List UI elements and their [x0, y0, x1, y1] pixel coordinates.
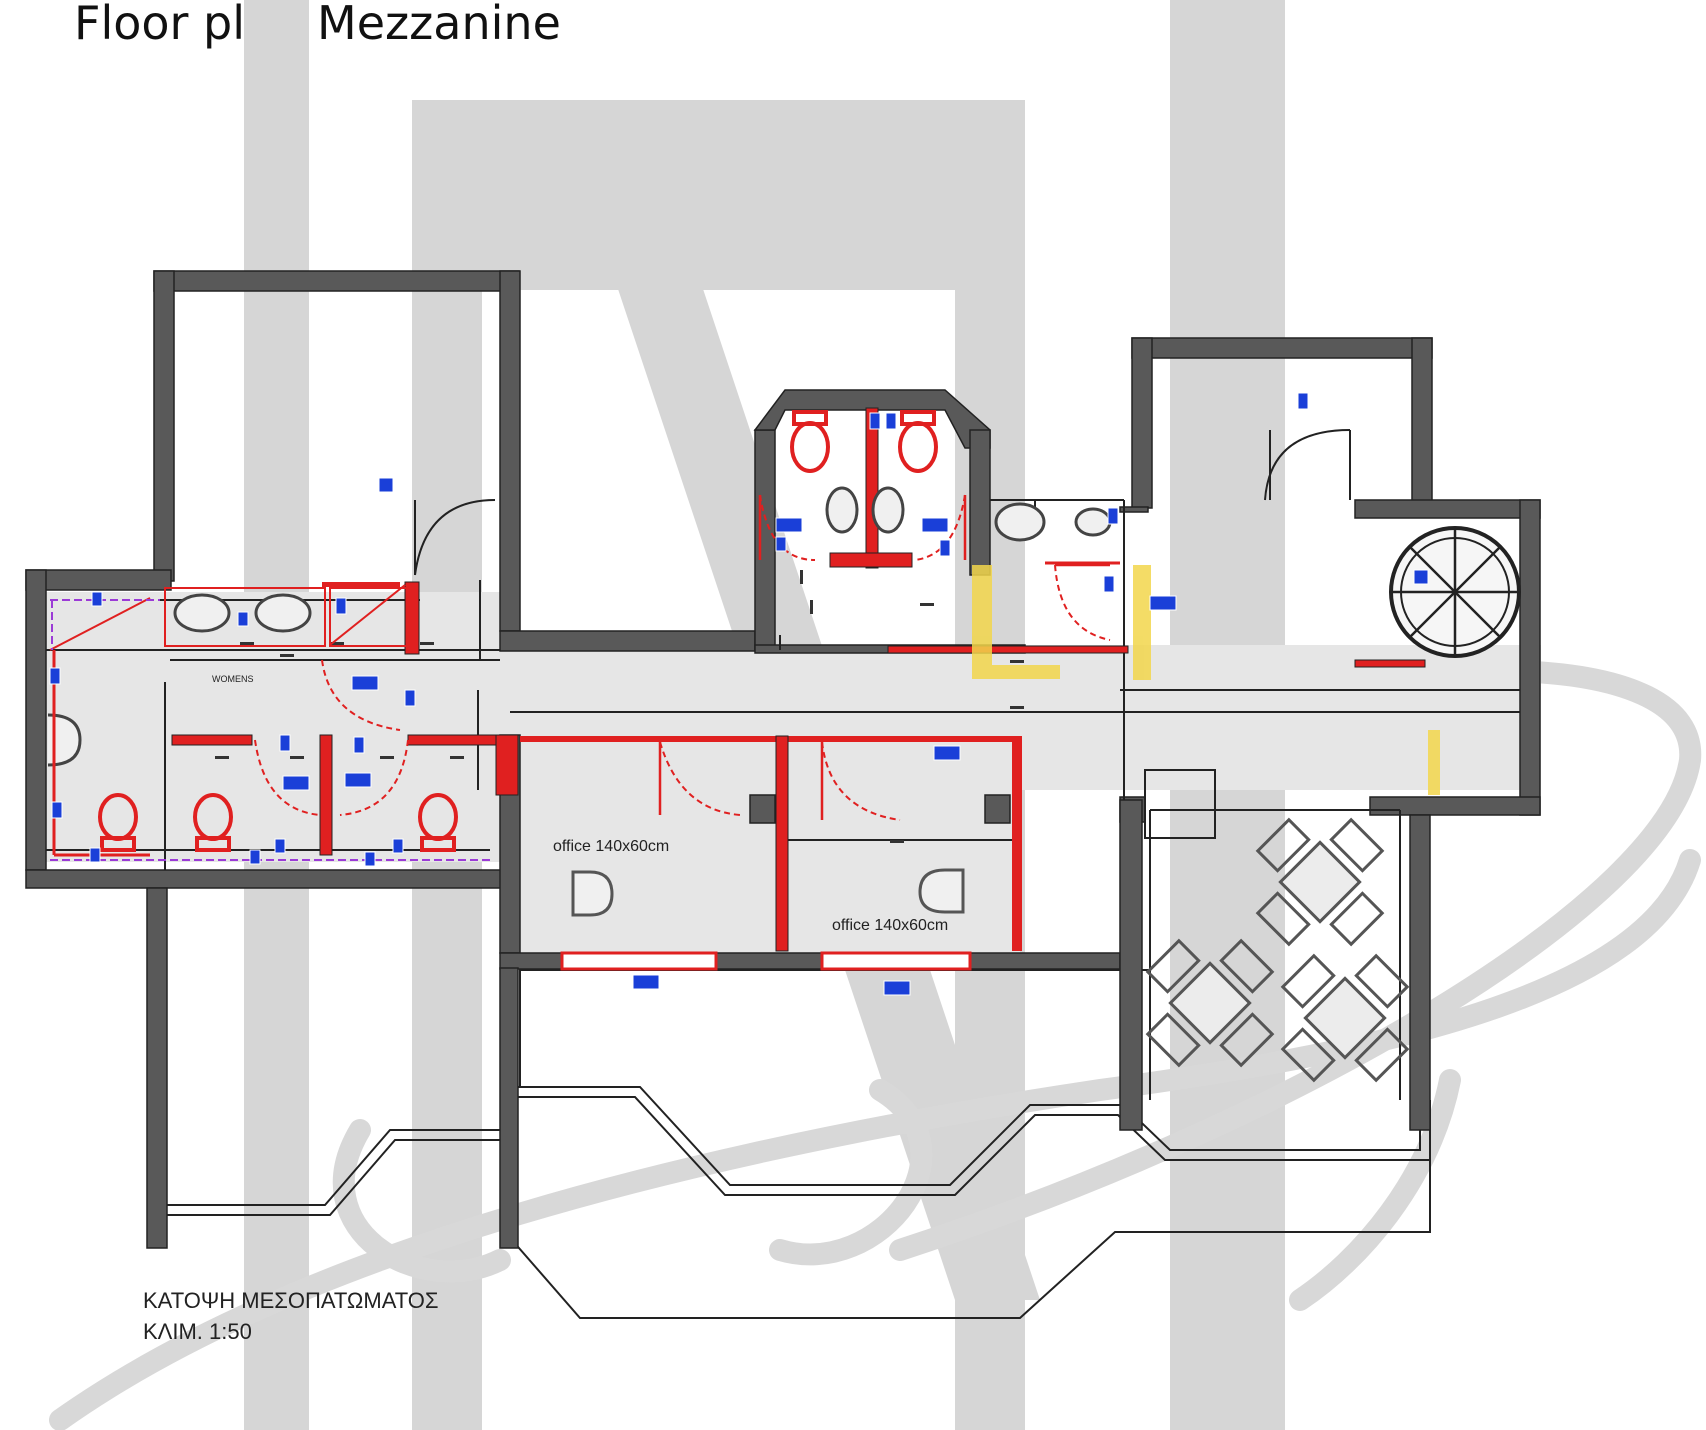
purple-lines — [50, 599, 490, 861]
wall — [715, 952, 823, 970]
toilet-partitions — [171, 407, 1426, 856]
window — [560, 951, 718, 971]
partition — [865, 407, 879, 569]
toilet — [193, 793, 233, 852]
toilet — [418, 793, 458, 852]
office-chairs — [571, 868, 965, 917]
wall — [153, 270, 175, 582]
wall — [749, 794, 776, 824]
partition — [1354, 659, 1426, 668]
wall — [1119, 506, 1149, 513]
partition — [319, 734, 333, 856]
plan-title: ΚΑΤΟΨΗ ΜΕΣΟΠΑΤΩΜΑΤΟΣ — [143, 1288, 439, 1313]
floor-fill — [46, 592, 1541, 955]
wall — [25, 569, 47, 871]
plan-caption: ΚΑΤΟΨΗ ΜΕΣΟΠΑΤΩΜΑΤΟΣ ΚΛΙΜ. 1:50 — [143, 1285, 439, 1347]
blue-markers — [49, 392, 1429, 996]
page-title: Floor plan Mezzanine — [74, 0, 561, 50]
wall — [1354, 499, 1541, 519]
washbasins — [47, 486, 1112, 767]
wall — [1409, 814, 1431, 1131]
partition — [887, 645, 1129, 654]
partition — [322, 582, 400, 587]
doors — [414, 429, 1351, 576]
wall — [499, 270, 521, 632]
toilet — [790, 410, 830, 473]
terrace-furniture — [1145, 817, 1410, 1083]
wall — [25, 869, 507, 889]
wall — [1519, 499, 1541, 816]
wall — [1131, 337, 1433, 359]
wall — [1131, 337, 1153, 509]
room-label-office-2: office 140x60cm — [832, 917, 948, 934]
table-set — [1280, 953, 1410, 1083]
partition — [495, 734, 519, 796]
wall — [153, 270, 520, 292]
watermark-top-block — [412, 100, 1025, 290]
partition — [407, 734, 499, 746]
wall — [969, 952, 1121, 970]
basin-counter — [49, 584, 411, 651]
table-set — [1255, 817, 1385, 947]
wall — [1411, 337, 1433, 504]
wall — [146, 887, 168, 1249]
office-chair — [571, 870, 614, 917]
wall — [25, 569, 172, 591]
table-set — [1145, 938, 1275, 1068]
partition — [829, 552, 913, 568]
toilets — [98, 410, 938, 852]
wall — [1119, 799, 1143, 1131]
wall — [1369, 796, 1541, 816]
partition — [171, 734, 253, 746]
dimension-marks — [215, 570, 1024, 843]
toilet — [898, 410, 938, 473]
plan-scale: ΚΛΙΜ. 1:50 — [143, 1319, 252, 1344]
wall — [754, 429, 776, 652]
yellow-highlights — [972, 565, 1440, 795]
wall — [969, 429, 991, 576]
room-labels: WOMENS office 140x60cm office 140x60cm — [212, 674, 948, 934]
door-leaves-red — [658, 495, 1110, 820]
room-label-womens: WOMENS — [212, 674, 254, 684]
window — [820, 951, 972, 971]
partition — [404, 581, 420, 655]
toilet — [98, 793, 138, 852]
spiral-stair — [1389, 526, 1521, 658]
wall — [499, 630, 756, 652]
room-label-office-1: office 140x60cm — [553, 838, 669, 855]
wall — [499, 952, 563, 970]
office-partitions — [520, 735, 1022, 971]
office-chair — [918, 868, 965, 914]
wall — [499, 967, 519, 1249]
wall — [984, 794, 1011, 824]
